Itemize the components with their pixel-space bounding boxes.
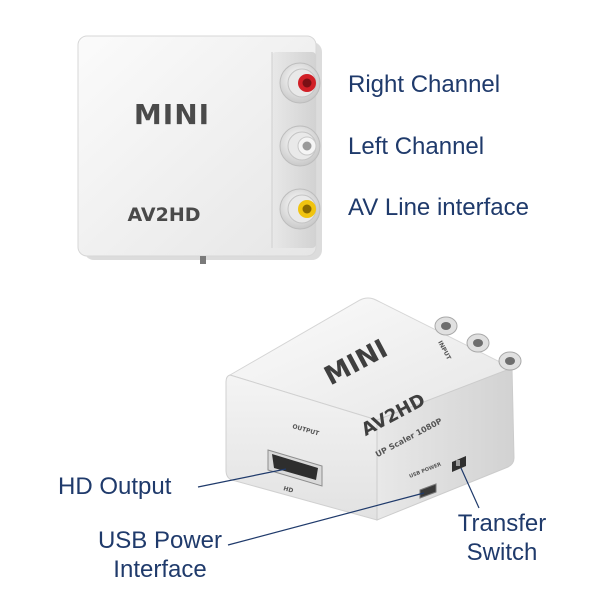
usb-power-label: USB Power Interface	[86, 526, 234, 584]
rca-white-jack	[279, 125, 321, 167]
transfer-switch-label-line1: Transfer	[457, 510, 547, 537]
top-device-model: AV2HD	[127, 204, 200, 226]
top-device: MINI AV2HD	[77, 35, 322, 264]
hd-output-callout-line	[197, 468, 287, 488]
rca-red-jack	[279, 62, 321, 104]
av-line-interface-label: AV Line interface	[348, 194, 529, 221]
transfer-switch-label-line2: Switch	[466, 539, 538, 566]
input-rca-ports	[434, 316, 522, 371]
rca-yellow-jack	[279, 188, 321, 230]
usb-port	[419, 483, 437, 499]
hdmi-port	[267, 449, 323, 487]
hd-port-label: HD	[282, 485, 294, 494]
bottom-device-side-face	[376, 367, 515, 521]
usb-power-callout-line	[227, 492, 425, 546]
transfer-switch-label: Transfer Switch	[446, 509, 558, 567]
callout-lines	[197, 467, 480, 546]
right-channel-label: Right Channel	[348, 71, 501, 98]
hd-output-label: HD Output	[58, 473, 172, 500]
usb-power-label-line1: USB Power	[97, 527, 223, 554]
left-channel-label: Left Channel	[348, 133, 485, 160]
transfer-switch	[452, 456, 466, 472]
transfer-switch-callout-line	[460, 467, 480, 509]
bottom-device: INPUT MINI AV2HD UP Scaler 1080P OUTPUT …	[225, 297, 522, 521]
top-device-logo: MINI	[134, 98, 210, 131]
usb-power-label-line2: Interface	[113, 556, 207, 583]
